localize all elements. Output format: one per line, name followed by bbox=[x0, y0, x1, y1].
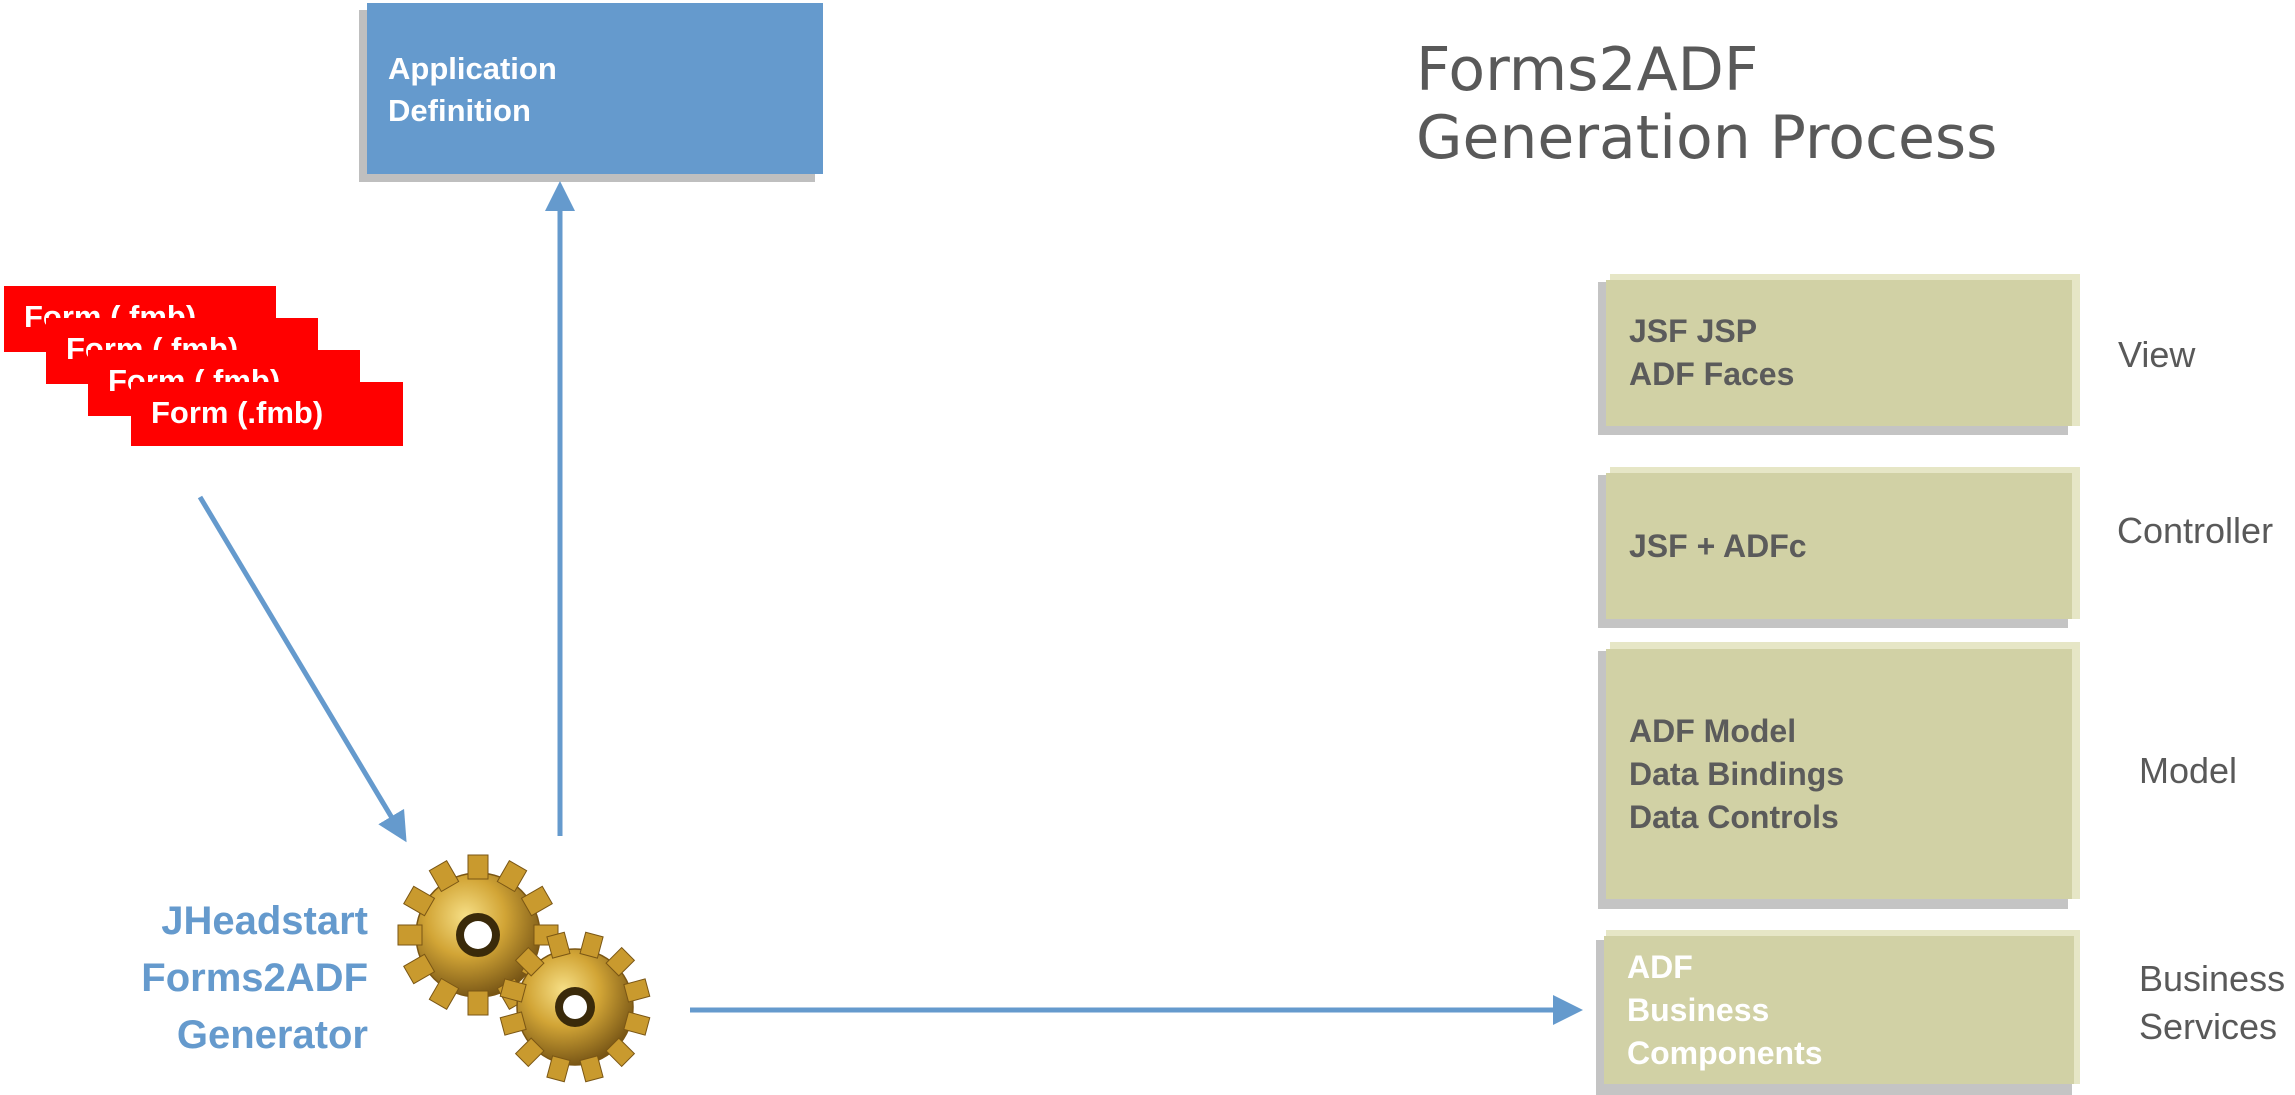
side-label-view: View bbox=[2118, 334, 2196, 375]
layer-business-box: ADF Business Components bbox=[1604, 936, 2074, 1084]
arrow-forms-to-generator bbox=[197, 495, 407, 843]
app-definition-line-2: Definition bbox=[388, 93, 531, 128]
layer-view-box: JSF JSP ADF Faces bbox=[1606, 280, 2072, 426]
gears-icon bbox=[397, 854, 559, 1016]
generator-line-2: Forms2ADF bbox=[141, 956, 368, 1000]
gear-large bbox=[397, 854, 559, 1016]
layer-model-box: ADF Model Data Bindings Data Controls bbox=[1606, 649, 2072, 899]
layer-model-line-2: Data Bindings bbox=[1629, 755, 1845, 792]
title-line-2: Generation Process bbox=[1416, 103, 1998, 173]
gears-icon-small bbox=[499, 931, 651, 1083]
layer-controller-box: JSF + ADFc bbox=[1606, 473, 2072, 619]
title-line-1: Forms2ADF bbox=[1416, 35, 1759, 105]
layer-business-line-1: ADF bbox=[1627, 948, 1693, 985]
generator-line-3: Generator bbox=[176, 1013, 368, 1057]
side-label-model: Model bbox=[2139, 750, 2238, 791]
side-label-controller: Controller bbox=[2117, 510, 2274, 551]
generator-label: JHeadstart Forms2ADF Generator bbox=[95, 893, 368, 1064]
diagram-title: Forms2ADF Generation Process bbox=[1416, 36, 1997, 172]
layer-controller-line-1: JSF + ADFc bbox=[1629, 527, 1807, 564]
layer-model-line-3: Data Controls bbox=[1629, 798, 1839, 835]
layer-business-line-3: Components bbox=[1627, 1034, 1823, 1071]
layer-business-line-2: Business bbox=[1627, 991, 1770, 1028]
layer-model-line-1: ADF Model bbox=[1629, 712, 1797, 749]
app-definition-line-1: Application bbox=[388, 51, 557, 86]
side-label-business-line-2: Services bbox=[2139, 1006, 2278, 1047]
app-definition-box: Application Definition bbox=[367, 3, 823, 174]
generator-line-1: JHeadstart bbox=[161, 899, 368, 943]
side-label-business-services: Business Services bbox=[2139, 955, 2285, 1051]
side-label-business-line-1: Business bbox=[2139, 958, 2286, 999]
layer-view-line-1: JSF JSP bbox=[1629, 313, 1758, 349]
layer-view-line-2: ADF Faces bbox=[1629, 356, 1795, 392]
form-card-4: Form (.fmb) bbox=[131, 382, 403, 446]
